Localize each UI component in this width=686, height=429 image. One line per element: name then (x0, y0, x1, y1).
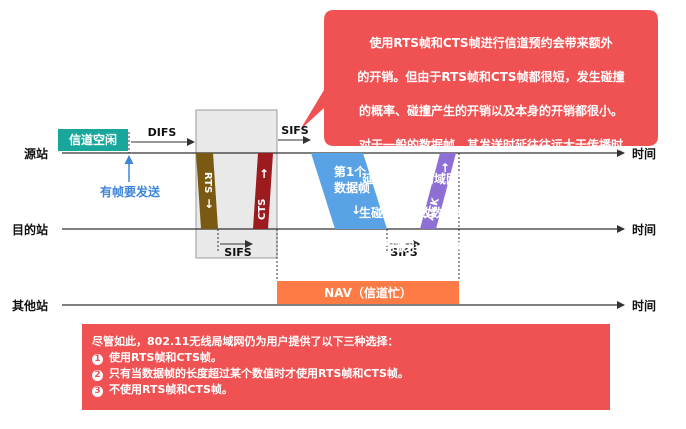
number-2-icon: 2 (92, 370, 103, 381)
difs-label: DIFS (148, 126, 177, 139)
data-frame-label-2: 数据帧 (334, 180, 370, 195)
choice-item: 1 使用RTS帧和CTS帧。 (92, 350, 600, 366)
callout-line: 对于一般的数据帧，其发送时延往往远大于传播时 (358, 138, 623, 152)
cts-frame (253, 153, 273, 229)
callout-line: 使用RTS帧和CTS帧进行信道预约会带来额外 (369, 36, 613, 50)
callout-line: 因此用很小的代价对信道进行预约往往是值得的。 (358, 240, 623, 254)
ack-frame (420, 153, 456, 229)
callout-text: 使用RTS帧和CTS帧进行信道预约会带来额外 的开销。但由于RTS帧和CTS帧都… (330, 18, 652, 273)
data-frame-label-1: 第1个 (334, 164, 367, 179)
sifs-bottom-label: SIFS (224, 246, 252, 259)
cts-label: CTS (257, 199, 268, 220)
station-source-label: 源站 (24, 146, 48, 161)
number-1-icon: 1 (92, 354, 103, 365)
data-frame (311, 153, 387, 229)
frame-pending-label: 有帧要发送 (100, 184, 161, 199)
callout-line: 的开销。但由于RTS帧和CTS帧都很短，发生碰撞 (357, 70, 625, 84)
time-label-other: 时间 (632, 298, 656, 313)
data-down-arrow-icon: ↓ (351, 203, 361, 217)
callout-line: 延（因为是局域网），碰撞的概率很大，且一旦发 (361, 172, 620, 186)
number-3-icon: 3 (92, 386, 103, 397)
callout-line: 生碰撞而导致数据帧重发，则浪费的时间就很多， (358, 206, 623, 220)
ack-up-arrow-icon: ↑ (440, 161, 450, 175)
choice-item: 2 只有当数据帧的长度超过某个数值时才使用RTS帧和CTS帧。 (92, 366, 600, 382)
cts-up-arrow-icon: ↑ (259, 167, 269, 181)
choices-box: 尽管如此，802.11无线局域网仍为用户提供了以下三种选择： 1 使用RTS帧和C… (82, 324, 610, 410)
choice-text: 只有当数据帧的长度超过某个数值时才使用RTS帧和CTS帧。 (109, 367, 409, 380)
rts-frame (196, 153, 218, 229)
channel-idle-label: 信道空闲 (69, 132, 117, 147)
rts-label: RTS (202, 172, 213, 193)
choice-text: 使用RTS帧和CTS帧。 (109, 351, 222, 364)
callout-bubble (300, 10, 658, 146)
choice-text: 不使用RTS帧和CTS帧。 (109, 383, 233, 396)
choices-intro: 尽管如此，802.11无线局域网仍为用户提供了以下三种选择： (92, 335, 399, 348)
station-other-label: 其他站 (12, 298, 48, 313)
choice-item: 3 不使用RTS帧和CTS帧。 (92, 382, 600, 398)
time-label-source: 时间 (632, 146, 656, 161)
nav-label: NAV（信道忙） (324, 285, 412, 300)
time-label-dest: 时间 (632, 222, 656, 237)
callout-line: 的概率、碰撞产生的开销以及本身的开销都很小。 (358, 104, 623, 118)
station-dest-label: 目的站 (12, 222, 48, 237)
rts-down-arrow-icon: ↓ (204, 197, 214, 211)
sifs-right-label: SIFS (390, 246, 418, 259)
nav-bar (277, 281, 459, 304)
sifs-top-label: SIFS (281, 124, 309, 137)
channel-idle-box (58, 129, 128, 151)
